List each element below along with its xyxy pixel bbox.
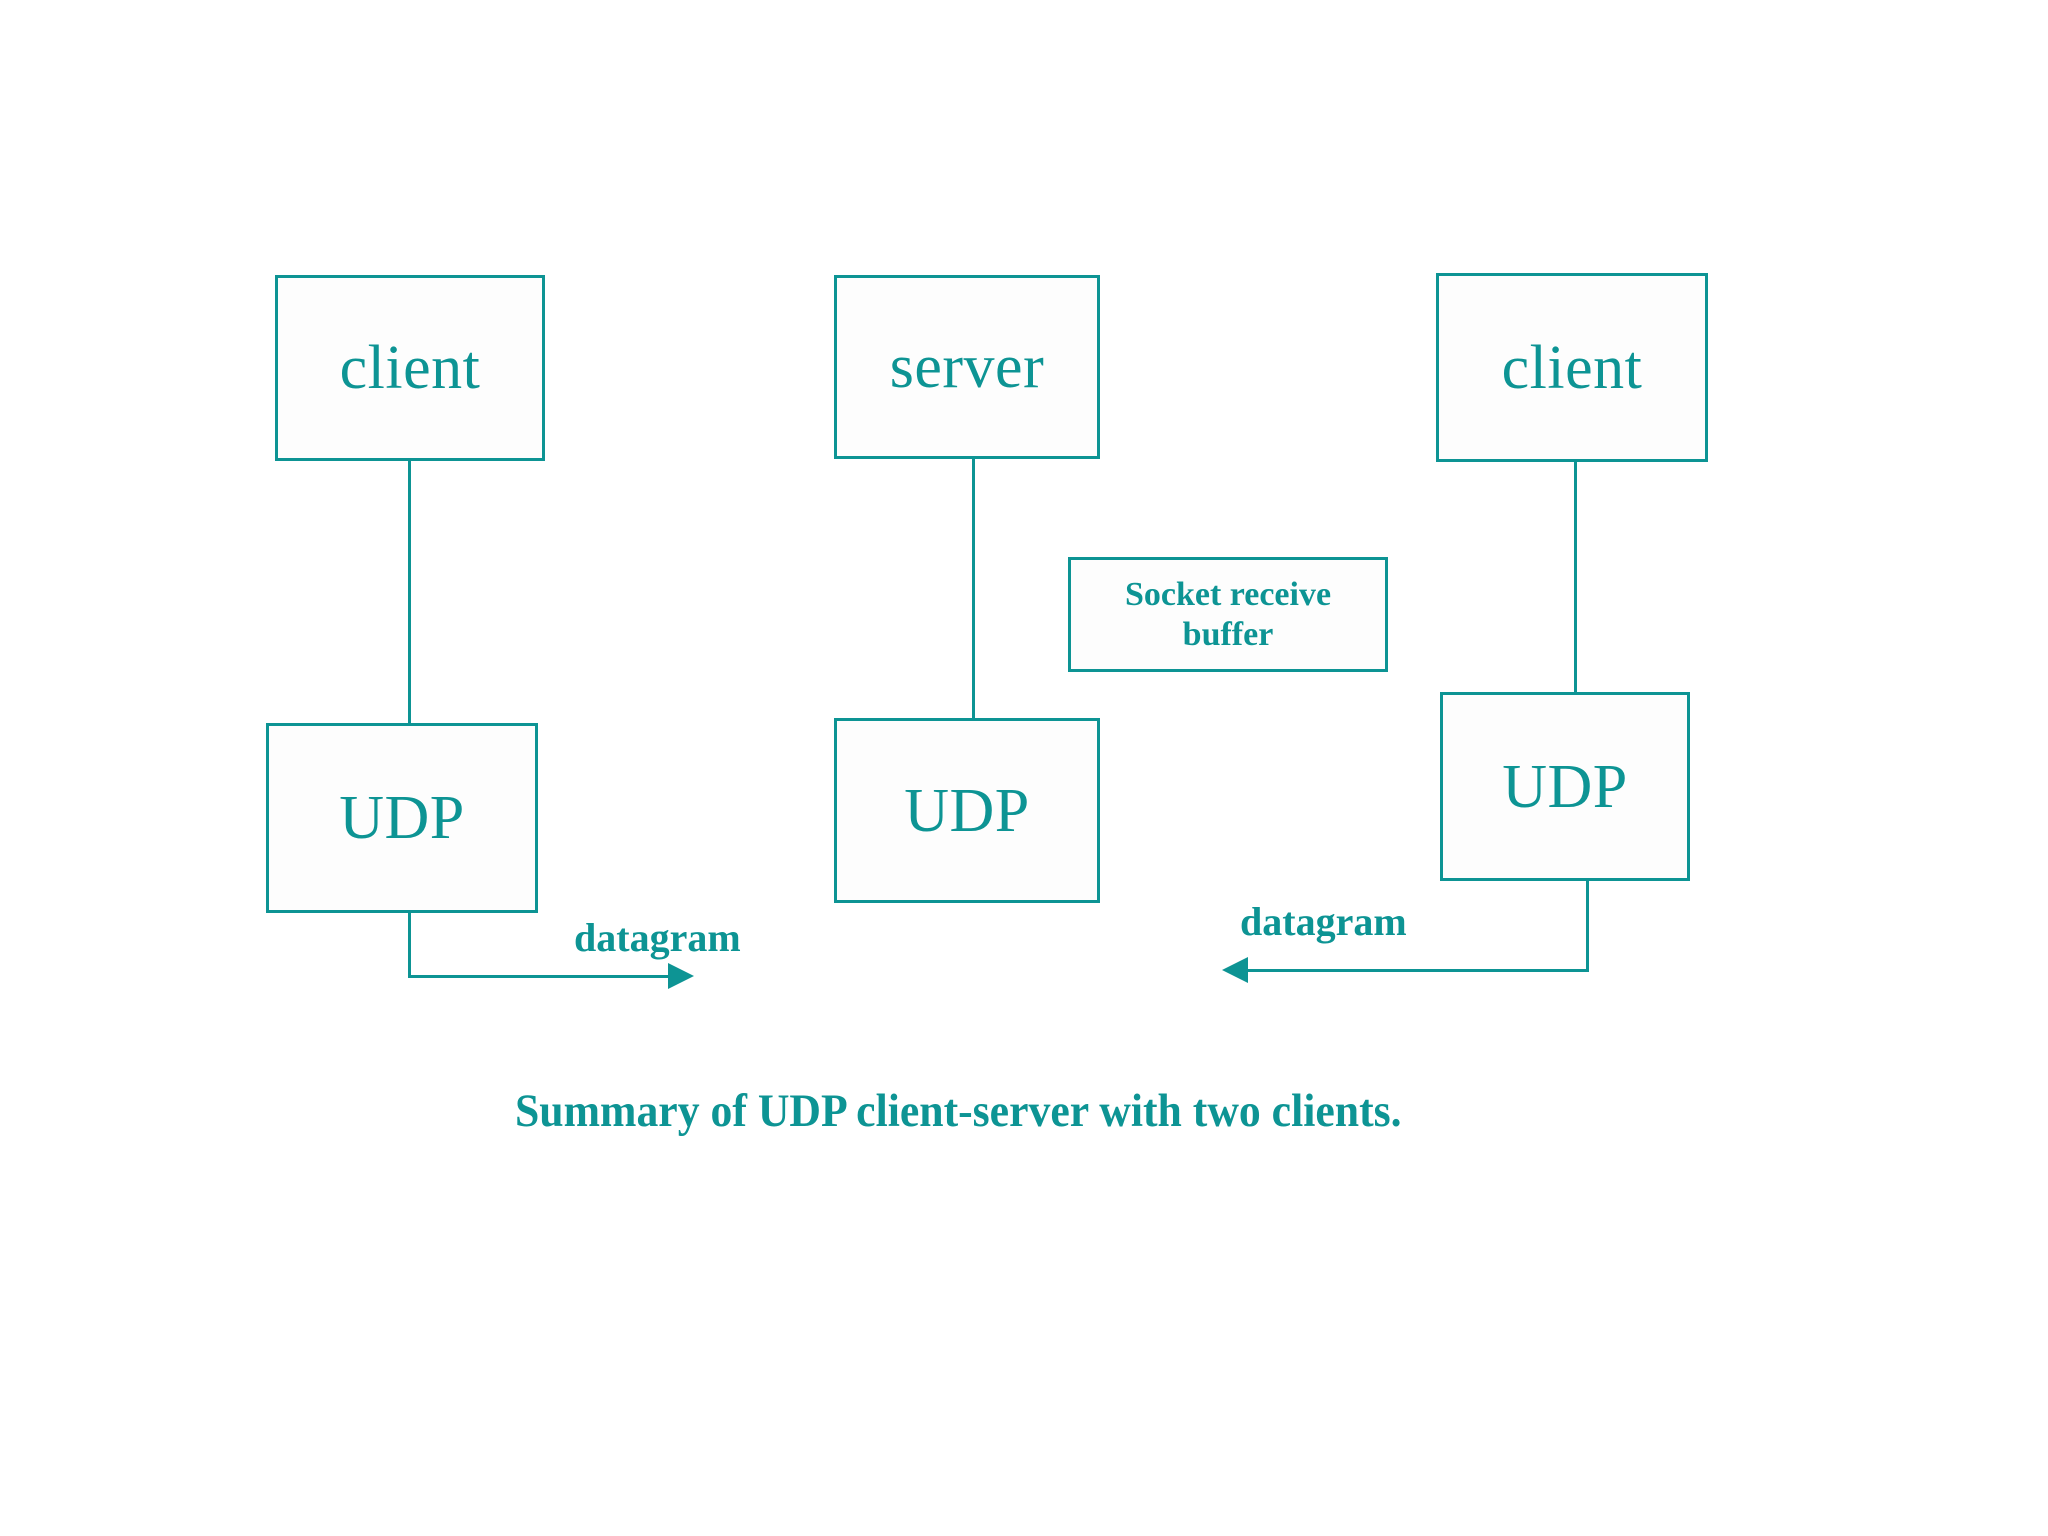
socket-receive-buffer-label: Socket receive buffer — [1115, 575, 1341, 653]
arrow-outbound-stem — [408, 913, 411, 978]
socket-receive-buffer-line1: Socket receive — [1124, 576, 1332, 614]
connector-server-to-udp-server — [972, 459, 975, 718]
node-udp-left-label: UDP — [339, 784, 465, 852]
node-client-right: client — [1436, 273, 1708, 462]
node-udp-server: UDP — [834, 718, 1100, 903]
connector-client-left-to-udp-left — [408, 461, 411, 723]
arrow-inbound-label: datagram — [1240, 899, 1407, 944]
node-udp-right: UDP — [1440, 692, 1690, 881]
arrow-outbound-label: datagram — [574, 915, 741, 960]
arrow-inbound-shaft — [1245, 969, 1589, 972]
node-udp-right-label: UDP — [1502, 752, 1628, 821]
node-server: server — [834, 275, 1100, 459]
socket-receive-buffer-box: Socket receive buffer — [1068, 557, 1388, 672]
connector-client-right-to-udp-right — [1574, 462, 1577, 692]
node-client-left-label: client — [339, 334, 481, 402]
arrow-inbound-stem — [1586, 881, 1589, 971]
node-client-left: client — [275, 275, 545, 461]
node-server-label: server — [889, 333, 1045, 401]
figure-caption: Summary of UDP client-server with two cl… — [515, 1085, 1402, 1137]
arrow-outbound-shaft — [408, 975, 670, 978]
node-udp-left: UDP — [266, 723, 538, 913]
arrow-inbound-head — [1222, 957, 1248, 983]
arrow-outbound-head — [668, 963, 694, 989]
node-client-right-label: client — [1501, 333, 1643, 402]
node-udp-server-label: UDP — [904, 776, 1030, 845]
socket-receive-buffer-line2: buffer — [1182, 615, 1274, 653]
